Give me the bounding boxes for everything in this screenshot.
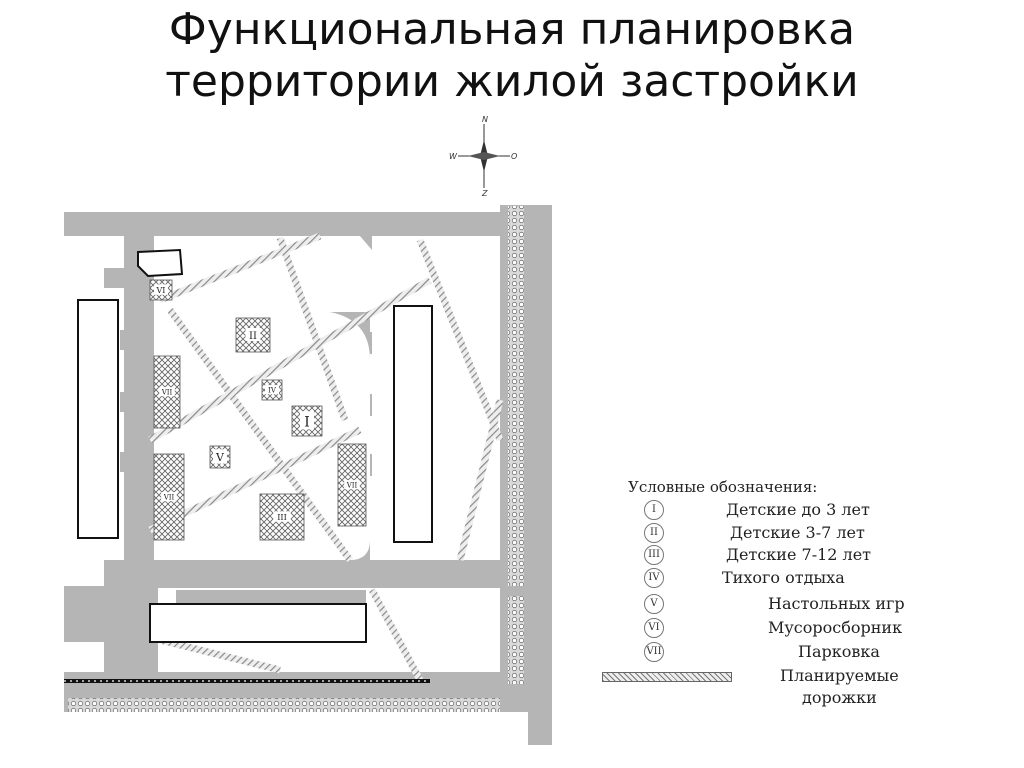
legend-symbol: II [644, 523, 664, 543]
legend-item-2: II Детские 3-7 лет [600, 523, 930, 545]
zone-marker-i: I [304, 414, 310, 430]
legend-label: Детские до 3 лет [726, 500, 870, 519]
legend-label: Мусоросборник [768, 618, 903, 637]
legend-label: Детские 3-7 лет [730, 523, 865, 542]
building-corner [137, 248, 184, 278]
planned-paths [148, 232, 504, 682]
compass-icon: N W O Z [449, 115, 517, 198]
zone-marker-vii-a: VII [161, 389, 173, 397]
zone-label-bg [213, 449, 227, 464]
zone-label-bg [265, 385, 279, 395]
zone-marker-iii: III [277, 513, 286, 522]
title-line-2: территории жилой застройки [165, 56, 859, 107]
cobble-borders [68, 206, 524, 712]
buildings [77, 248, 433, 643]
zone-label-bg [344, 480, 360, 490]
title-line-1: Функциональная планировка [168, 4, 856, 55]
legend-symbol: V [644, 594, 664, 614]
legend-item-6: VI Мусоросборник [600, 618, 930, 640]
legend-symbol: III [644, 545, 664, 565]
zone-marker-vii-c: VII [346, 482, 358, 490]
zone-label-bg [159, 387, 175, 397]
legend-item-5: V Настольных игр [600, 594, 930, 616]
legend-paths-line2: дорожки [802, 688, 877, 707]
building-west [77, 299, 119, 539]
legend-label: Тихого отдыха [722, 568, 845, 587]
legend-title: Условные обозначения: [628, 478, 818, 496]
legend-symbol: VII [644, 642, 664, 662]
compass-w: W [449, 152, 458, 161]
zone-marker-vii-b: VII [163, 494, 175, 502]
compass-e: O [511, 152, 517, 161]
building-south [149, 603, 367, 643]
legend-symbol: VI [644, 618, 664, 638]
legend-item-4: IV Тихого отдыха [600, 568, 930, 590]
zone-label-bg [154, 284, 168, 295]
legend-item-paths: Планируемые дорожки [600, 666, 930, 712]
compass-s: Z [481, 189, 488, 198]
legend-item-7: VII Парковка [600, 642, 930, 664]
path-swatch [602, 672, 732, 682]
legend-symbol: I [644, 500, 664, 520]
zone-vii-c [337, 443, 367, 527]
compass-n: N [482, 115, 488, 124]
zone-label-bg [161, 492, 177, 502]
legend-item-1: I Детские до 3 лет [600, 500, 930, 522]
legend-paths-line1: Планируемые [780, 666, 899, 685]
legend-label: Детские 7-12 лет [726, 545, 872, 564]
zone-marker-iv: IV [268, 387, 277, 395]
legend-label: Парковка [798, 642, 880, 661]
zone-label-bg [300, 411, 314, 430]
zone-marker-v: V [215, 451, 225, 464]
zone-marker-vi: VI [156, 286, 166, 295]
legend: Условные обозначения: I Детские до 3 лет… [600, 478, 930, 714]
legend-label: Настольных игр [768, 594, 905, 613]
zone-label-bg [273, 511, 291, 522]
legend-item-3: III Детские 7-12 лет [600, 545, 930, 567]
slide-title: Функциональная планировка территории жил… [0, 4, 1024, 108]
zone-label-bg [245, 328, 261, 341]
zone-marker-ii: II [249, 331, 257, 342]
legend-symbol: IV [644, 568, 664, 588]
building-east [393, 305, 433, 543]
